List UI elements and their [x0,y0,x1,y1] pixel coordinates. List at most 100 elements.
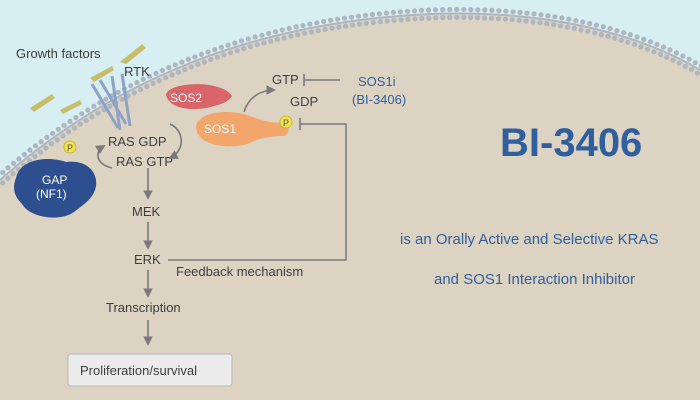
lipid-head [411,8,418,14]
lipid-head [201,59,207,65]
lipid-head [83,117,89,124]
sos2-protein [166,84,232,110]
sos2-label: SOS2 [170,91,202,105]
lipid-head [551,22,557,28]
lipid-head [651,49,657,55]
lipid-head [488,15,495,21]
lipid-head [647,39,654,45]
lipid-head [503,8,509,14]
lipid-head [27,147,33,153]
lipid-head [336,24,342,30]
lipid-head [530,19,536,25]
lipid-head [362,12,369,18]
lipid-head [252,34,258,40]
lipid-head [433,15,439,21]
lipid-head [369,11,375,18]
lipid-head [307,21,313,27]
gap-phosphate [63,140,77,154]
lipid-head [134,79,140,86]
lipid-head [625,39,631,45]
lipid-head [631,41,638,48]
lipid-head [315,28,321,34]
lipid-head [115,89,121,95]
lipid-head [95,110,101,116]
lipid-head [607,26,613,32]
lipid-head [537,20,543,26]
lipid-head [612,35,618,41]
lipid-head [571,25,577,31]
gtp-label: GTP [272,72,299,87]
lipid-head [694,70,700,76]
lipid-head [156,78,162,84]
nf1-label: (NF1) [36,187,67,201]
lipid-head [454,6,460,13]
rtk-label: RTK [124,64,150,79]
lipid-head [502,16,508,22]
lipid-head [10,171,16,177]
lipid-head [268,38,274,44]
lipid-head [363,20,369,26]
lipid-head [618,37,624,43]
lipid-head [397,9,403,15]
ras-gdp-label: RAS GDP [108,134,167,149]
lipid-head [564,24,571,30]
lipid-head [91,103,97,109]
lipid-head [419,15,425,21]
sos1-label: SOS1 [204,122,236,136]
lipid-head [153,70,159,76]
lipid-head [614,28,620,34]
lipid-head [692,60,698,66]
transcription-label: Transcription [106,300,181,315]
lipid-head [447,6,453,13]
lipid-head [329,25,335,31]
lipid-head [185,56,191,63]
gap-label: GAP [42,173,67,187]
lipid-head [308,29,314,35]
lipid-head [573,18,579,24]
lipid-head [218,44,224,50]
lipid-head [343,23,349,29]
lipid-head [418,7,425,13]
lipid-head [137,87,144,93]
lipid-head [641,36,647,42]
lipid-head [585,28,591,34]
growth-factor-ligands [30,44,146,114]
lipid-head [232,40,238,46]
lipid-head [481,15,488,21]
lipid-head [461,6,467,13]
lipid-head [496,8,502,14]
lipid-head [580,19,586,25]
lipid-head [447,14,453,21]
lipid-head [48,141,55,147]
lipid-head [195,61,201,67]
lipid-head [454,14,460,21]
lipid-head [247,44,254,50]
lipid-head [657,51,664,58]
lipid-head [279,27,285,33]
lipid-head [391,17,397,23]
lipid-head [660,44,667,50]
lipid-head [192,54,198,60]
lipid-head [5,165,11,171]
lipid-head [390,9,396,15]
lipid-head [77,121,83,127]
sos1-phosphate [279,115,293,129]
lipid-head [79,111,85,117]
lipid-head [225,42,231,48]
lipid-head [322,26,328,32]
gdp-label: GDP [290,94,318,109]
cell-membrane [0,12,700,181]
lipid-head [205,49,211,55]
growth-factors-label: Growth factors [16,46,101,61]
sos1-phosphate-label: P [283,118,289,128]
lipid-head [523,18,529,24]
lipid-head [16,156,22,162]
lipid-head [509,17,515,23]
lipid-head [214,54,220,60]
lipid-head [169,72,175,78]
gap-nf1-protein [14,159,97,218]
lipid-head [638,44,644,50]
lipid-head [10,160,17,166]
sos1i-label: SOS1i [358,74,396,89]
lipid-head [175,69,181,75]
